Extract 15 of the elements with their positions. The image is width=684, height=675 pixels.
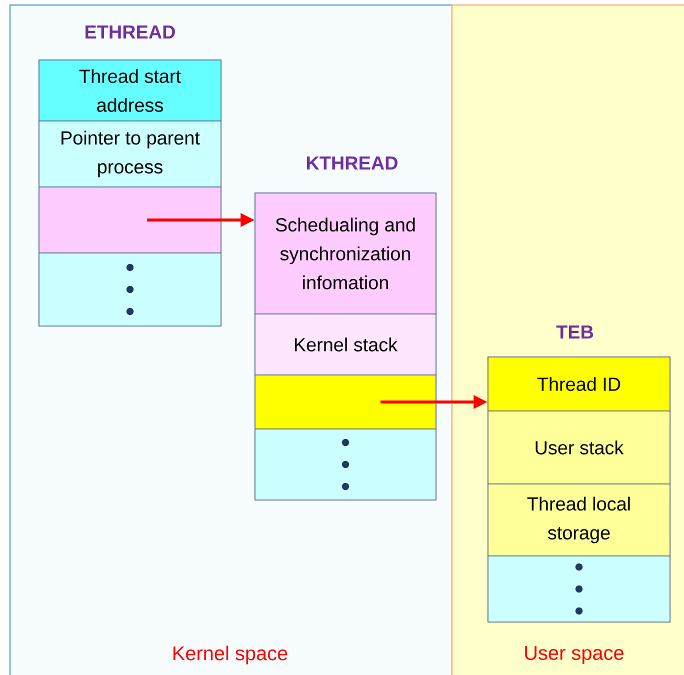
table-title: KTHREAD xyxy=(307,156,398,170)
table-cell xyxy=(254,428,436,500)
table-cell: Schedualing and synchronization infomation xyxy=(254,192,436,314)
table-cell: Thread start address xyxy=(38,60,222,122)
table-cell xyxy=(38,252,222,326)
table-cell: Thread ID xyxy=(488,356,670,412)
table-title: TEB xyxy=(556,326,594,338)
table-title: ETHREAD xyxy=(86,26,175,38)
table-cell xyxy=(488,556,670,622)
table-cell: Thread local storage xyxy=(488,484,670,556)
table-cell: Pointer to parent process xyxy=(38,120,222,188)
table-cell xyxy=(254,374,436,430)
table-cell: User stack xyxy=(488,410,670,484)
table-cell: Kernel stack xyxy=(254,314,436,376)
table-cell xyxy=(38,186,222,254)
